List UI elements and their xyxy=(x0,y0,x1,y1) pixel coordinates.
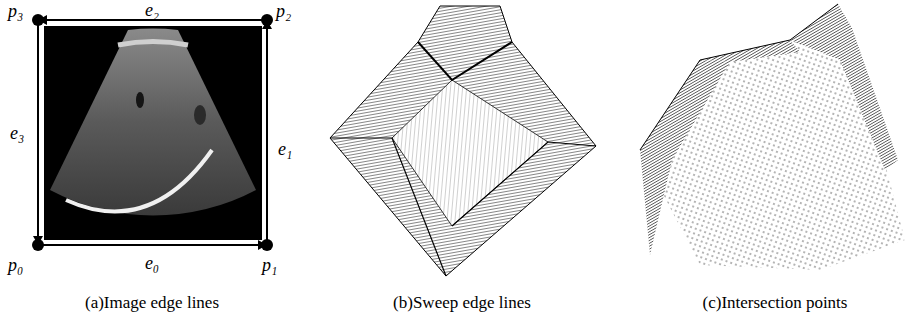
corner-label: p₁ xyxy=(262,256,277,274)
edge-label: e₁ xyxy=(278,140,292,158)
corner-label: p₂ xyxy=(276,2,291,20)
subfigure-caption: (b)Sweep edge lines xyxy=(393,294,531,311)
subfigure-caption: (a)Image edge lines xyxy=(85,294,219,311)
edge-label: e₃ xyxy=(10,124,24,142)
corner-label: p₀ xyxy=(8,256,23,274)
edge-label: e₂ xyxy=(145,1,159,19)
edge-label: e₀ xyxy=(145,254,159,272)
corner-label: p₃ xyxy=(8,2,23,20)
subfigure-caption: (c)Intersection points xyxy=(703,294,848,311)
